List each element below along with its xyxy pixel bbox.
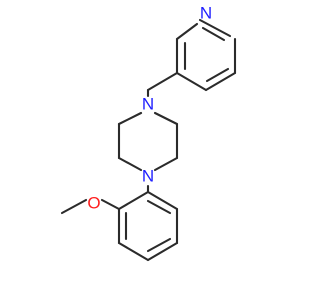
bond-ar-o bbox=[100, 198, 121, 211]
methoxyphenyl-ring bbox=[117, 190, 179, 262]
piperazine-nitrogen-top-label: N bbox=[142, 94, 154, 113]
bond-pyr-n-c2 bbox=[198, 18, 232, 38]
bond-ar-c4-c5 bbox=[117, 241, 150, 262]
bond-ch2-pyridine bbox=[146, 71, 179, 92]
bond-ar-c1-c2 bbox=[146, 190, 179, 211]
bond-pyr-n-c2-inner bbox=[201, 26, 226, 42]
bond-ar-c1-c2-inner bbox=[146, 199, 172, 215]
bond-ar-c6-c1 bbox=[117, 190, 150, 211]
bond-o-ch3 bbox=[60, 198, 88, 215]
bond-pyr-c3-c4-inner bbox=[205, 67, 230, 83]
piperazine-ring bbox=[117, 111, 179, 172]
molecule-drawing: N N N O bbox=[60, 3, 237, 262]
bond-pyr-c6-n bbox=[175, 22, 199, 41]
methoxy-oxygen-label: O bbox=[87, 193, 100, 212]
bond-ar-c3-c4-inner bbox=[146, 237, 172, 253]
bond-pip-n1-c2 bbox=[153, 111, 179, 126]
bond-pip-c6-n1 bbox=[117, 111, 143, 126]
molecule-canvas: N N N O bbox=[60, 3, 237, 262]
piperazine-nitrogen-bottom-label: N bbox=[142, 166, 154, 185]
pyridine-nitrogen-label: N bbox=[200, 3, 212, 22]
bond-pyr-c3-c4 bbox=[204, 71, 237, 92]
bond-pyr-c4-c5 bbox=[175, 71, 208, 92]
bond-ar-c3-c4 bbox=[146, 241, 179, 262]
bond-pip-c3-n4 bbox=[153, 156, 179, 172]
pyridine-ring bbox=[175, 18, 237, 92]
bond-pip-n4-c5 bbox=[117, 156, 143, 172]
